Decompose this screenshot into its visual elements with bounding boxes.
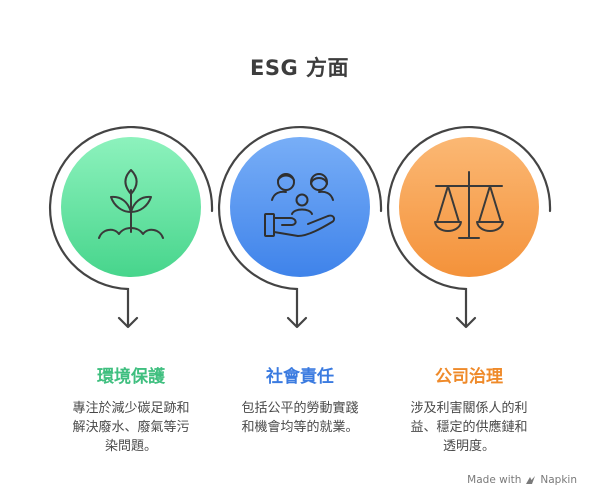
people-hand-icon [264, 173, 336, 237]
footer: Made with Napkin [467, 474, 577, 486]
sprout-icon [98, 169, 164, 239]
environment-description-line-1: 專注於減少碳足跡和 [72, 401, 190, 416]
social-node [218, 126, 383, 329]
environment-description-line-2: 解決廢水、廢氣等污 [72, 420, 190, 435]
environment-title: 環境保護 [97, 367, 165, 387]
environment-node [49, 126, 214, 329]
governance-description-line-2: 益、穩定的供應鏈和 [410, 420, 528, 435]
governance-description-line-3: 透明度。 [442, 439, 495, 454]
page-title: ESG 方面 [249, 56, 350, 80]
napkin-logo-icon [526, 475, 536, 484]
balance-scale-icon [434, 171, 504, 239]
social-description: 包括公平的勞動實踐 和機會均等的就業。 [225, 399, 375, 437]
environment-description: 專注於減少碳足跡和 解決廢水、廢氣等污 染問題。 [56, 399, 206, 456]
made-with-label: Made with [467, 474, 522, 486]
social-description-line-1: 包括公平的勞動實踐 [241, 401, 359, 416]
environment-description-line-3: 染問題。 [104, 439, 157, 454]
governance-description-line-1: 涉及利害關係人的利 [410, 401, 528, 416]
social-title: 社會責任 [266, 367, 334, 387]
governance-node [387, 126, 552, 329]
napkin-brand: Napkin [540, 474, 577, 486]
social-description-line-2: 和機會均等的就業。 [241, 420, 359, 435]
governance-description: 涉及利害關係人的利 益、穩定的供應鏈和 透明度。 [394, 399, 544, 456]
governance-title: 公司治理 [435, 367, 503, 387]
